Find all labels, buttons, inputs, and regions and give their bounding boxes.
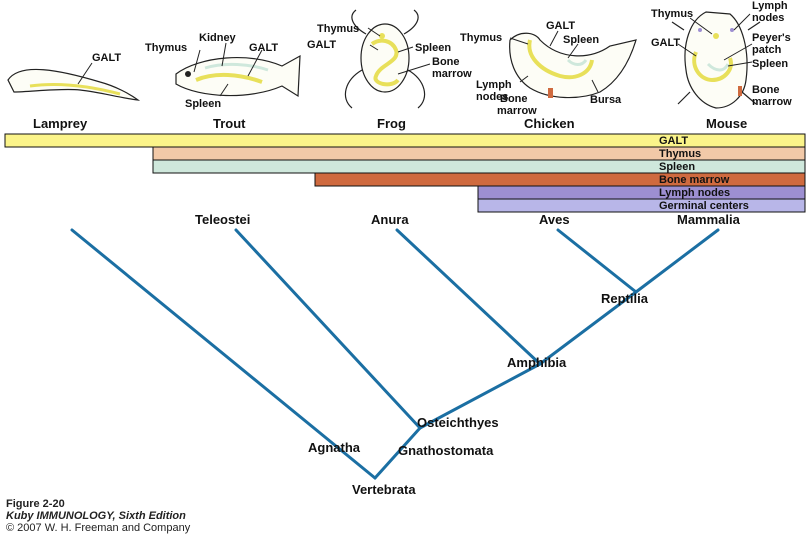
frog-thymus-label: Thymus (317, 23, 359, 35)
tree-node-agnatha: Agnatha (308, 440, 361, 455)
chicken-lymph-nodes-label-line2: nodes (476, 91, 508, 103)
mouse-thymus-label: Thymus (651, 8, 693, 20)
mouse-peyers-patch-label-line2: patch (752, 44, 782, 56)
tree-node-amphibia: Amphibia (507, 355, 567, 370)
branch-osteichthyes (418, 362, 542, 430)
branch-aves (556, 228, 638, 294)
organ-bar-thymus-label: Thymus (659, 148, 701, 160)
copyright-line: © 2007 W. H. Freeman and Company (6, 522, 191, 534)
branch-teleostei (234, 228, 422, 430)
book-title: Kuby IMMUNOLOGY, Sixth Edition (6, 510, 186, 522)
frog-illustration (344, 9, 431, 109)
trout-thymus-label: Thymus (145, 42, 187, 54)
tree-leaf-aves: Aves (539, 212, 570, 227)
trout-galt-label: GALT (249, 42, 278, 54)
chicken-thymus-label: Thymus (460, 32, 502, 44)
chicken-bone-marrow-label-line2: marrow (497, 105, 537, 117)
tree-node-vertebrata: Vertebrata (352, 482, 416, 497)
branch-gnathostomata-root (373, 426, 422, 480)
trout-kidney-label: Kidney (199, 32, 237, 44)
mouse-bone-marrow-label-line1: Bone (752, 84, 780, 96)
organ-bar-lymph-nodes (477, 185, 806, 200)
lamprey-illustration (7, 62, 141, 101)
mouse-bone-marrow-label-line2: marrow (752, 96, 792, 108)
organ-bar-germinal-centers-label: Germinal centers (659, 200, 749, 212)
organ-bar-galt-label: GALT (659, 135, 688, 147)
branch-agnatha (70, 228, 377, 480)
animal-name-mouse: Mouse (706, 116, 747, 131)
organ-bars: GALT Thymus Spleen Bone marrow Lymph nod… (4, 133, 806, 213)
tree-leaf-teleostei: Teleostei (195, 212, 250, 227)
branch-anura (395, 228, 542, 366)
animal-name-trout: Trout (213, 116, 246, 131)
phylogenetic-tree (70, 228, 720, 480)
organ-bar-germinal-centers (477, 198, 806, 213)
mouse-galt-label: GALT (651, 37, 680, 49)
frog-bone-marrow-label-line2: marrow (432, 68, 472, 80)
chicken-illustration (509, 30, 637, 99)
animal-name-chicken: Chicken (524, 116, 575, 131)
organ-bar-thymus (152, 146, 806, 161)
mouse-lymph-nodes-label-line2: nodes (752, 12, 784, 24)
trout-illustration (175, 42, 301, 98)
trout-spleen-label: Spleen (185, 98, 221, 110)
mouse-spleen-label: Spleen (752, 58, 788, 70)
branch-amphibia (538, 290, 638, 366)
chicken-spleen-label: Spleen (563, 34, 599, 46)
chicken-galt-label: GALT (546, 20, 575, 32)
organ-bar-spleen (152, 159, 806, 174)
chicken-bursa-label: Bursa (590, 94, 622, 106)
frog-bone-marrow-label-line1: Bone (432, 56, 460, 68)
tree-node-reptilia: Reptilia (601, 291, 649, 306)
organ-bar-bone-marrow-label: Bone marrow (659, 174, 730, 186)
tree-node-gnathostomata: Gnathostomata (398, 443, 494, 458)
organ-bar-bone-marrow (314, 172, 806, 187)
branch-mammalia (634, 228, 720, 294)
frog-spleen-label: Spleen (415, 42, 451, 54)
figure-number: Figure 2-20 (6, 498, 65, 510)
tree-node-osteichthyes: Osteichthyes (417, 415, 499, 430)
mouse-peyers-patch-label-line1: Peyer's (752, 32, 791, 44)
chicken-bone-marrow-label-line1: Bone (500, 93, 528, 105)
tree-leaf-anura: Anura (371, 212, 409, 227)
tree-leaf-mammalia: Mammalia (677, 212, 741, 227)
mouse-lymph-nodes-label-line1: Lymph (752, 0, 788, 12)
animal-name-frog: Frog (377, 116, 406, 131)
organ-bar-lymph-nodes-label: Lymph nodes (659, 187, 730, 199)
mouse-illustration (671, 11, 761, 109)
frog-galt-label: GALT (307, 39, 336, 51)
organ-bar-spleen-label: Spleen (659, 161, 695, 173)
chicken-lymph-nodes-label-line1: Lymph (476, 79, 512, 91)
lamprey-galt-label: GALT (92, 52, 121, 64)
animal-name-lamprey: Lamprey (33, 116, 88, 131)
